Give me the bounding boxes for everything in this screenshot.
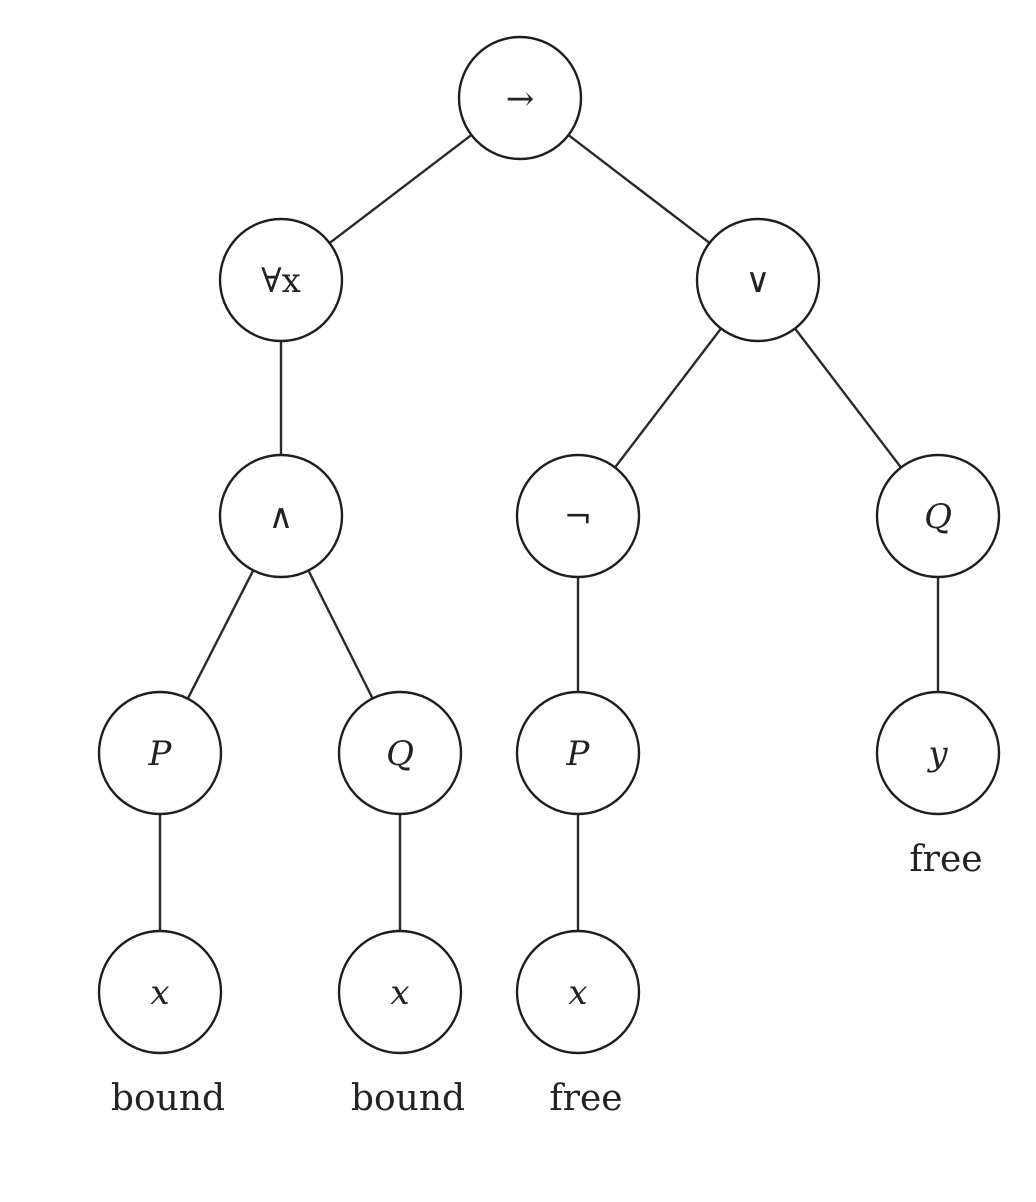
node-p-left: P bbox=[97, 690, 223, 816]
node-not: ¬ bbox=[515, 453, 641, 579]
node-circle-q-mid bbox=[337, 690, 463, 816]
node-circle-y-var bbox=[875, 690, 1001, 816]
node-x-var-1: x bbox=[97, 929, 223, 1055]
node-label-q-right: Q bbox=[924, 497, 952, 537]
node-label-x-var-1: x bbox=[150, 973, 169, 1013]
node-and: ∧ bbox=[218, 453, 344, 579]
variable-annotations: bound bound free free bbox=[111, 839, 983, 1119]
annotation-free-y-var: free bbox=[909, 839, 982, 880]
node-label-p-left: P bbox=[148, 734, 173, 774]
node-circle-x-var-1 bbox=[97, 929, 223, 1055]
node-q-mid: Q bbox=[337, 690, 463, 816]
edge-root-or bbox=[567, 134, 711, 244]
node-label-x-var-2: x bbox=[390, 973, 409, 1013]
node-label-not: ¬ bbox=[564, 497, 593, 537]
node-circle-x-var-2 bbox=[337, 929, 463, 1055]
annotation-free-x-var-3: free bbox=[549, 1078, 622, 1119]
node-x-var-3: x bbox=[515, 929, 641, 1055]
node-circle-not bbox=[515, 453, 641, 579]
edge-and-p-left bbox=[186, 569, 255, 700]
node-p-neg: P bbox=[515, 690, 641, 816]
node-circle-root bbox=[457, 35, 583, 161]
node-or: ∨ bbox=[695, 217, 821, 343]
node-forall: ∀x bbox=[218, 217, 344, 343]
node-circle-forall bbox=[218, 217, 344, 343]
edge-or-not bbox=[614, 327, 722, 469]
edge-root-forall bbox=[328, 134, 473, 244]
node-label-or: ∨ bbox=[746, 261, 771, 301]
edge-or-q-right bbox=[794, 327, 902, 469]
node-q-right: Q bbox=[875, 453, 1001, 579]
node-label-forall: ∀x bbox=[261, 261, 301, 301]
node-x-var-2: x bbox=[337, 929, 463, 1055]
node-label-p-neg: P bbox=[566, 734, 591, 774]
node-root: → bbox=[457, 35, 583, 161]
node-circle-and bbox=[218, 453, 344, 579]
node-label-x-var-3: x bbox=[568, 973, 587, 1013]
node-label-y-var: y bbox=[926, 734, 948, 774]
node-circle-or bbox=[695, 217, 821, 343]
annotation-bound-x-var-1: bound bbox=[111, 1078, 225, 1119]
edge-and-q-mid bbox=[307, 569, 374, 700]
node-circle-x-var-3 bbox=[515, 929, 641, 1055]
node-label-root: → bbox=[506, 79, 535, 119]
tree-edges bbox=[158, 134, 940, 931]
node-circle-p-neg bbox=[515, 690, 641, 816]
node-label-and: ∧ bbox=[269, 497, 294, 537]
node-y-var: y bbox=[875, 690, 1001, 816]
annotation-bound-x-var-2: bound bbox=[351, 1078, 465, 1119]
node-label-q-mid: Q bbox=[386, 734, 414, 774]
node-circle-q-right bbox=[875, 453, 1001, 579]
node-circle-p-left bbox=[97, 690, 223, 816]
